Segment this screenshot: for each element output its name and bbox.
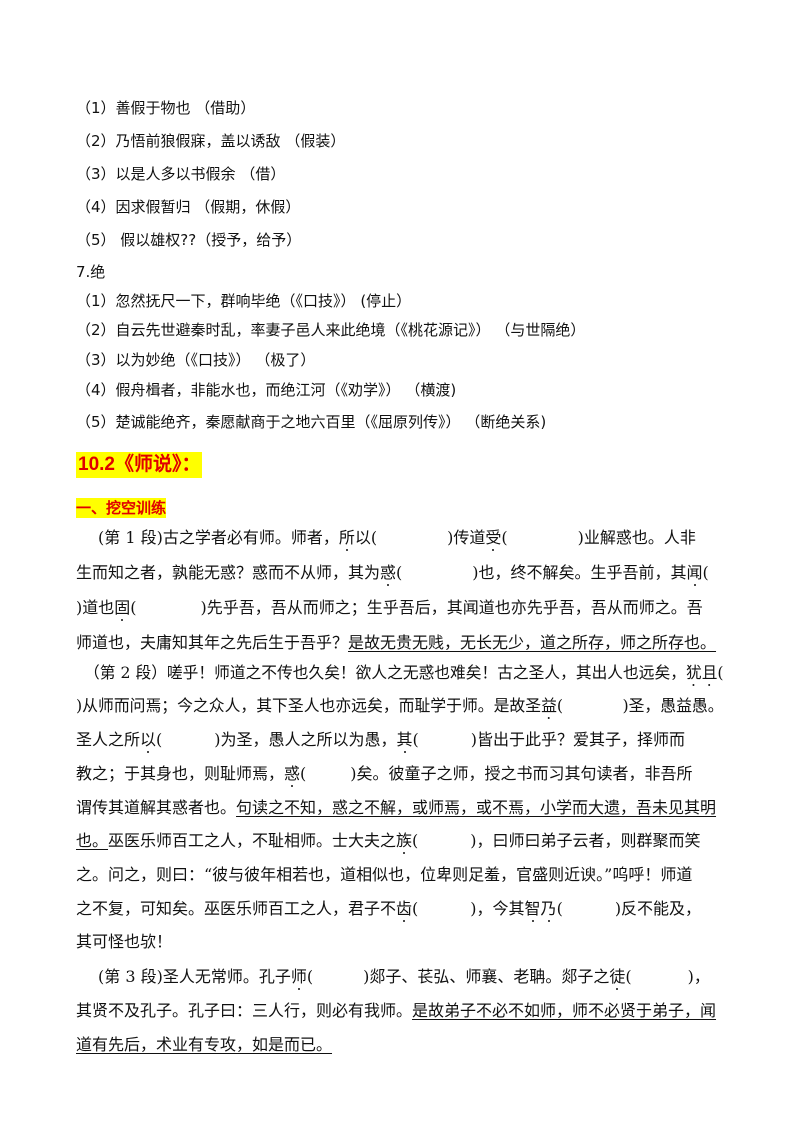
list-item: （4）因求假暂归 （假期，休假） (76, 198, 301, 216)
dotted-char: 师 (290, 967, 307, 986)
passage-line: 之不复，可知矣。巫医乐师百工之人，君子不齿()，今其智乃()反不能及， (76, 899, 702, 918)
dotted-char: 齿 (396, 899, 413, 918)
list-item: （3）以为妙绝（《口技》） （极了） (76, 351, 316, 369)
dotted-char: 乃 (540, 899, 557, 918)
passage-line: (第 3 段)圣人无常师。孔子师()郯子、苌弘、师襄、老聃。郯子之徒()， (98, 967, 710, 986)
passage-line: (第 1 段)古之学者必有师。师者，所以()传道受()业解惑也。人非 (98, 528, 696, 547)
passage-line: )从师而问焉；今之众人，其下圣人也亦远矣，而耻学于师。是故圣益()圣，愚益愚。 (76, 696, 724, 715)
list-item: （2）自云先世避秦时乱，率妻子邑人来此绝境（《桃花源记》） （与世隔绝） (76, 321, 586, 339)
subheading: 一、挖空训练 (76, 498, 167, 518)
dotted-char: 徒 (609, 967, 626, 986)
list-item: （5） 假以雄权??（授予，给予） (76, 231, 302, 249)
passage-line: 谓传其道解其惑者也。句读之不知，惑之不解，或师焉，或不焉，小学而大遗，吾未见其明 (76, 798, 717, 817)
dotted-char: 益 (541, 696, 557, 715)
dotted-char: 以 (140, 730, 157, 749)
list-item: （4）假舟楫者，非能水也，而绝江河（《劝学》） （横渡) (76, 381, 457, 399)
passage-line: 道有先后，术业有专攻，如是而已。 (76, 1034, 724, 1056)
list-item: （2）乃悟前狼假寐，盖以诱敌 （假装） (76, 132, 346, 150)
passage-line: 生而知之者，孰能无惑？惑而不从师，其为惑()也，终不解矣。生乎吾前，其闻( (76, 563, 709, 582)
dotted-char: 惑 (380, 563, 397, 582)
section-heading: 10.2《师说》： (76, 452, 203, 478)
dotted-char: 族 (396, 831, 413, 850)
dotted-char: 且 (701, 663, 718, 682)
entry-title: 7.绝 (76, 263, 106, 281)
underlined-sentence: 是故弟子不必不如师，师不必贤于弟子，闻 (412, 1001, 717, 1020)
passage-line: 教之；于其身也，则耻师焉，惑()矣。彼童子之师，授之书而习其句读者，非吾所 (76, 764, 693, 783)
underlined-sentence: 也。 (76, 831, 109, 850)
passage-line: 之。问之，则曰：“彼与彼年相若也，道相似也，位卑则足羞，官盛则近谀。”呜呼！师道 (76, 865, 693, 884)
passage-line: 其可怪也欤！ (76, 932, 173, 951)
passage-line: 师道也，夫庸知其年之先后生于吾乎？是故无贵无贱，无长无少，道之所存，师之所存也。 (76, 633, 717, 652)
dotted-char: 闻 (686, 563, 703, 582)
dotted-char: 受 (485, 528, 502, 547)
passage-line: 圣人之所以()为圣，愚人之所以为愚，其()皆出于此乎？爱其子，择师而 (76, 730, 686, 749)
dotted-char: 所 (338, 528, 355, 547)
dotted-char: 其 (396, 730, 413, 749)
dotted-char: 智 (524, 899, 541, 918)
list-item: （3）以是人多以书假余 （借） (76, 165, 286, 183)
list-item: （1）善假于物也 （借助） (76, 99, 256, 117)
list-item: （1）忽然抚尺一下，群响毕绝（《口技》） (停止） (76, 292, 412, 310)
dotted-char: 惑 (284, 764, 301, 783)
dotted-char: 犹 (685, 663, 702, 682)
passage-line: 也。巫医乐师百工之人，不耻相师。士大夫之族()，曰师曰弟子云者，则群聚而笑 (76, 831, 701, 850)
passage-line: （第 2 段）嗟乎！师道之不传也久矣！欲人之无惑也难矣！古之圣人，其出人也远矣，… (84, 663, 724, 682)
passage-line: 其贤不及孔子。孔子曰：三人行，则必有我师。是故弟子不必不如师，师不必贤于弟子，闻 (76, 1001, 717, 1020)
underlined-sentence: 道有先后，术业有专攻，如是而已。 (76, 1035, 333, 1054)
underlined-sentence: 是故无贵无贱，无长无少，道之所存，师之所存也。 (348, 633, 717, 652)
list-item: （5）楚诚能绝齐，秦愿献商于之地六百里（《屈原列传》） （断绝关系) (76, 413, 547, 431)
underlined-sentence: 句读之不知，惑之不解，或师焉，或不焉，小学而大遗，吾未见其明 (236, 798, 717, 817)
dotted-char: 固 (114, 598, 131, 617)
passage-line: )道也固()先乎吾，吾从而师之；生乎吾后，其闻道也亦先乎吾，吾从而师之。吾 (76, 598, 703, 617)
